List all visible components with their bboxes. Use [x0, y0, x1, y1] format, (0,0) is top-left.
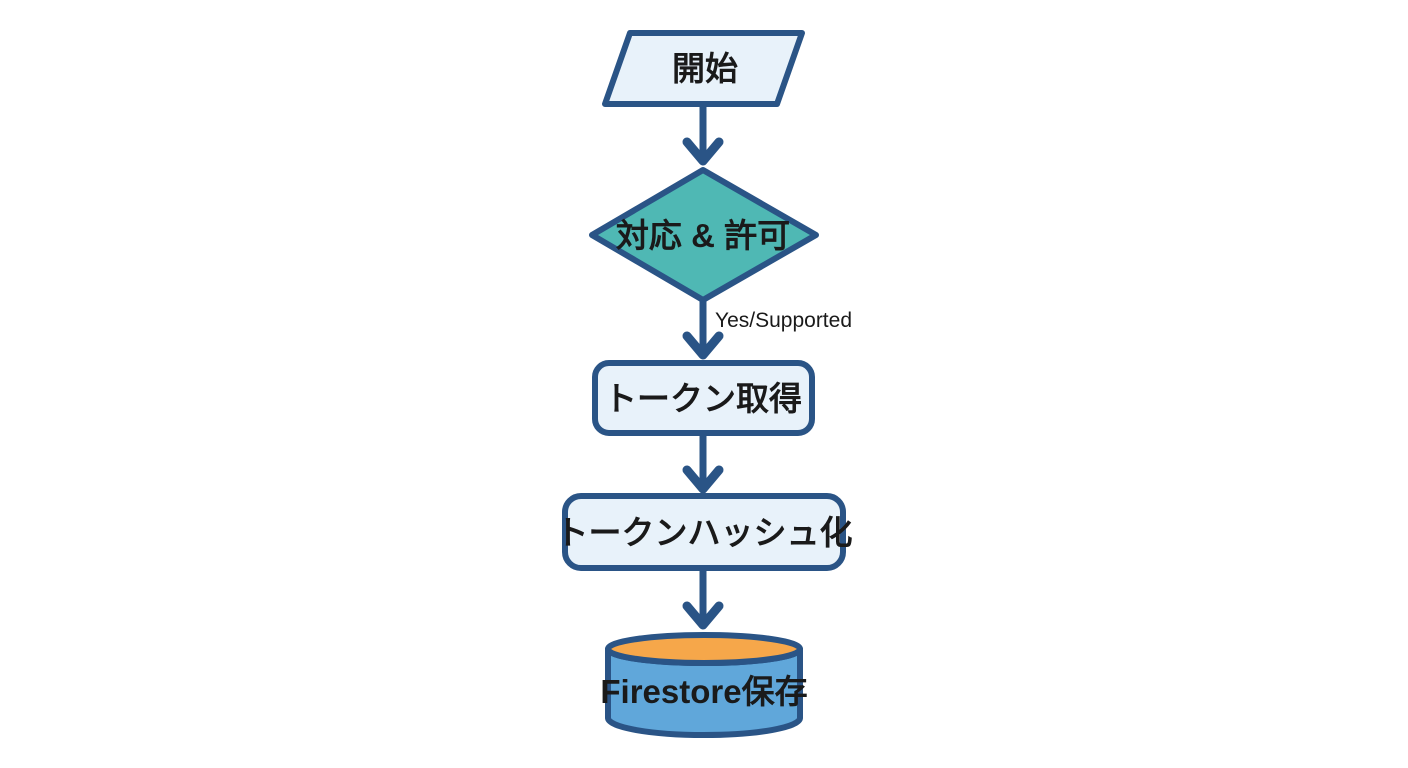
diamond-shape: [589, 167, 819, 303]
node-get-token-label: トークン取得: [604, 380, 802, 417]
node-hash-token: トークンハッシュ化: [556, 493, 853, 571]
node-firestore-label: Firestore保存: [600, 673, 807, 710]
rect-shape: [592, 360, 815, 436]
parallelogram-shape: [602, 30, 805, 107]
node-decision: 対応 & 許可: [589, 167, 819, 303]
node-firestore: Firestore保存: [600, 632, 808, 738]
node-get-token: トークン取得: [592, 360, 815, 436]
edge-label-yes-supported: Yes/Supported: [715, 309, 852, 332]
arrow-hash-token-to-firestore: [682, 567, 724, 630]
node-start: 開始: [602, 30, 805, 107]
cylinder-top-shape: [605, 632, 803, 666]
node-hash-token-label: トークンハッシュ化: [556, 514, 853, 551]
rect-shape: [562, 493, 846, 571]
node-start-label: 開始: [672, 50, 738, 87]
arrow-get-token-to-hash-token: [682, 432, 724, 494]
node-decision-label: 対応 & 許可: [616, 217, 790, 254]
arrow-decision-to-get-token: Yes/Supported: [682, 296, 852, 360]
arrow-start-to-decision: [682, 102, 724, 166]
